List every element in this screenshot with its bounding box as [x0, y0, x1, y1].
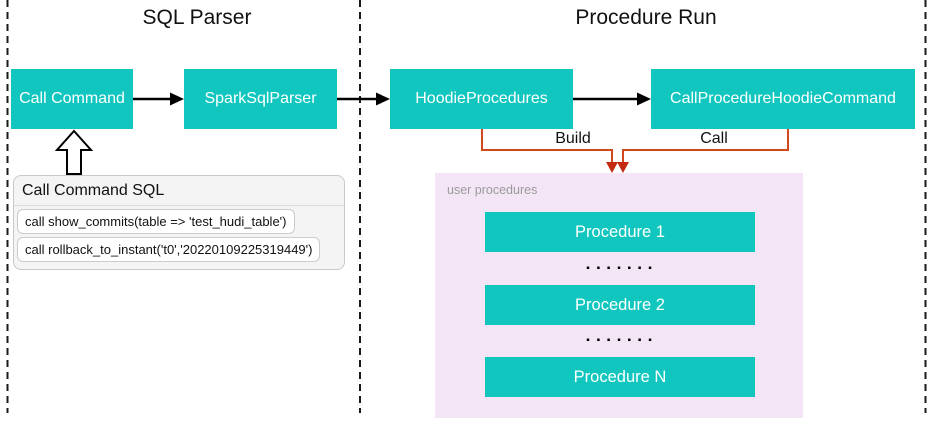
sql-panel-title: Call Command SQL: [14, 176, 344, 206]
build-arrowhead-icon: [606, 162, 618, 173]
node-procedure-1: Procedure 1: [485, 212, 755, 252]
node-call-command: Call Command: [11, 69, 133, 129]
ellipsis-dots: ▪ ▪ ▪ ▪ ▪ ▪ ▪: [586, 335, 654, 346]
call-command-sql-panel: Call Command SQL call show_commits(table…: [13, 175, 345, 270]
node-spark-sql-parser: SparkSqlParser: [184, 69, 337, 129]
call-edge-label: Call: [700, 130, 728, 147]
node-procedure-n: Procedure N: [485, 357, 755, 397]
user-procedures-label: user procedures: [447, 183, 538, 197]
arrow-hoodieprocedures-to-callprocedure: [573, 92, 651, 106]
sql-parser-region-title: SQL Parser: [142, 6, 252, 29]
node-call-procedure-hoodie-command: CallProcedureHoodieCommand: [651, 69, 915, 129]
arrow-sparksqlparser-to-hoodieprocedures: [337, 92, 390, 106]
sql-statement: call show_commits(table => 'test_hudi_ta…: [17, 209, 295, 234]
call-arrowhead-icon: [617, 162, 629, 173]
build-connector: [481, 129, 618, 173]
node-procedure-2: Procedure 2: [485, 285, 755, 325]
hollow-up-arrow-icon: [54, 129, 94, 175]
user-procedures-panel: user procedures Procedure 1 ▪ ▪ ▪ ▪ ▪ ▪ …: [435, 173, 803, 418]
procedure-run-region-title: Procedure Run: [575, 6, 717, 29]
build-edge-label: Build: [555, 130, 591, 147]
call-connector: [617, 129, 789, 173]
sql-statement: call rollback_to_instant('t0','202201092…: [17, 237, 321, 262]
node-hoodie-procedures: HoodieProcedures: [390, 69, 573, 129]
ellipsis-dots: ▪ ▪ ▪ ▪ ▪ ▪ ▪: [586, 263, 654, 274]
arrow-callcommand-to-sparksqlparser: [133, 92, 184, 106]
